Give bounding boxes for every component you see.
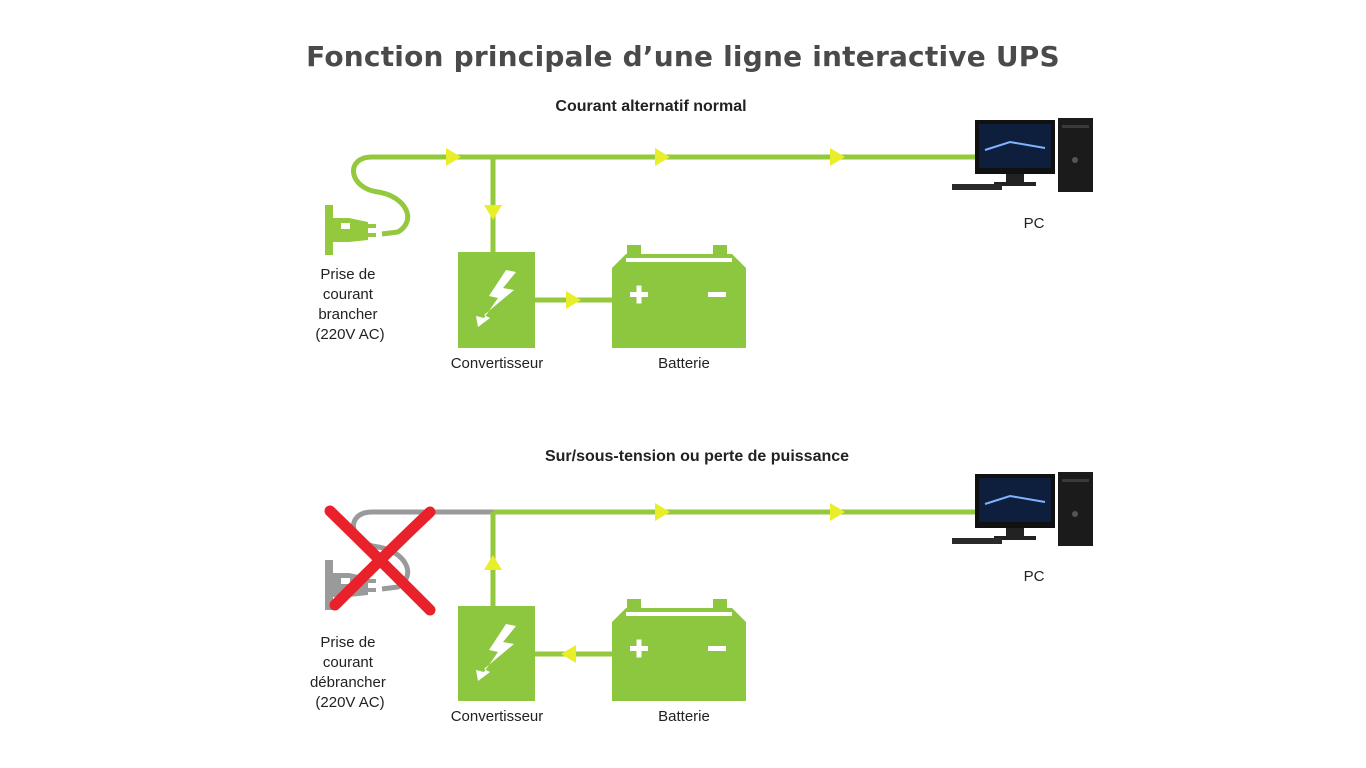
red-cross-icon [324, 505, 436, 616]
flow-arrow [830, 503, 845, 521]
page-title: Fonction principale d’une ligne interact… [306, 40, 1060, 73]
flow-arrow-up [484, 555, 502, 570]
flow-arrow [655, 148, 670, 166]
pc-label: PC [1024, 215, 1045, 232]
plug-label: Prise de courant débrancher (220V AC) [310, 634, 390, 711]
converter-bolt-icon [458, 606, 535, 701]
diagram-2-heading: Sur/sous-tension ou perte de puissance [545, 448, 849, 465]
flow-arrow-down [484, 205, 502, 220]
flow-arrow [830, 148, 845, 166]
flow-arrow [446, 148, 461, 166]
plug-cord [351, 154, 412, 237]
diagram-normal: Courant alternatif normal [315, 98, 1093, 372]
flow-arrow-left [561, 645, 576, 663]
converter-bolt-icon [458, 252, 535, 348]
diagram-1-heading: Courant alternatif normal [555, 98, 746, 115]
flow-arrow [566, 291, 581, 309]
battery-label: Batterie [658, 708, 710, 725]
diagram-power-loss: Sur/sous-tension ou perte de puissance [310, 448, 1093, 725]
plug-label: Prise de courant brancher (220V AC) [315, 266, 384, 343]
battery-label: Batterie [658, 355, 710, 372]
flow-arrow [655, 503, 670, 521]
power-plug-icon [325, 205, 376, 255]
battery-icon [612, 245, 746, 348]
pc-label: PC [1024, 568, 1045, 585]
disconnected-cord [351, 509, 493, 592]
converter-label: Convertisseur [451, 355, 544, 372]
battery-icon [612, 599, 746, 701]
desktop-pc-icon [952, 472, 1093, 546]
converter-label: Convertisseur [451, 708, 544, 725]
desktop-pc-icon [952, 118, 1093, 192]
